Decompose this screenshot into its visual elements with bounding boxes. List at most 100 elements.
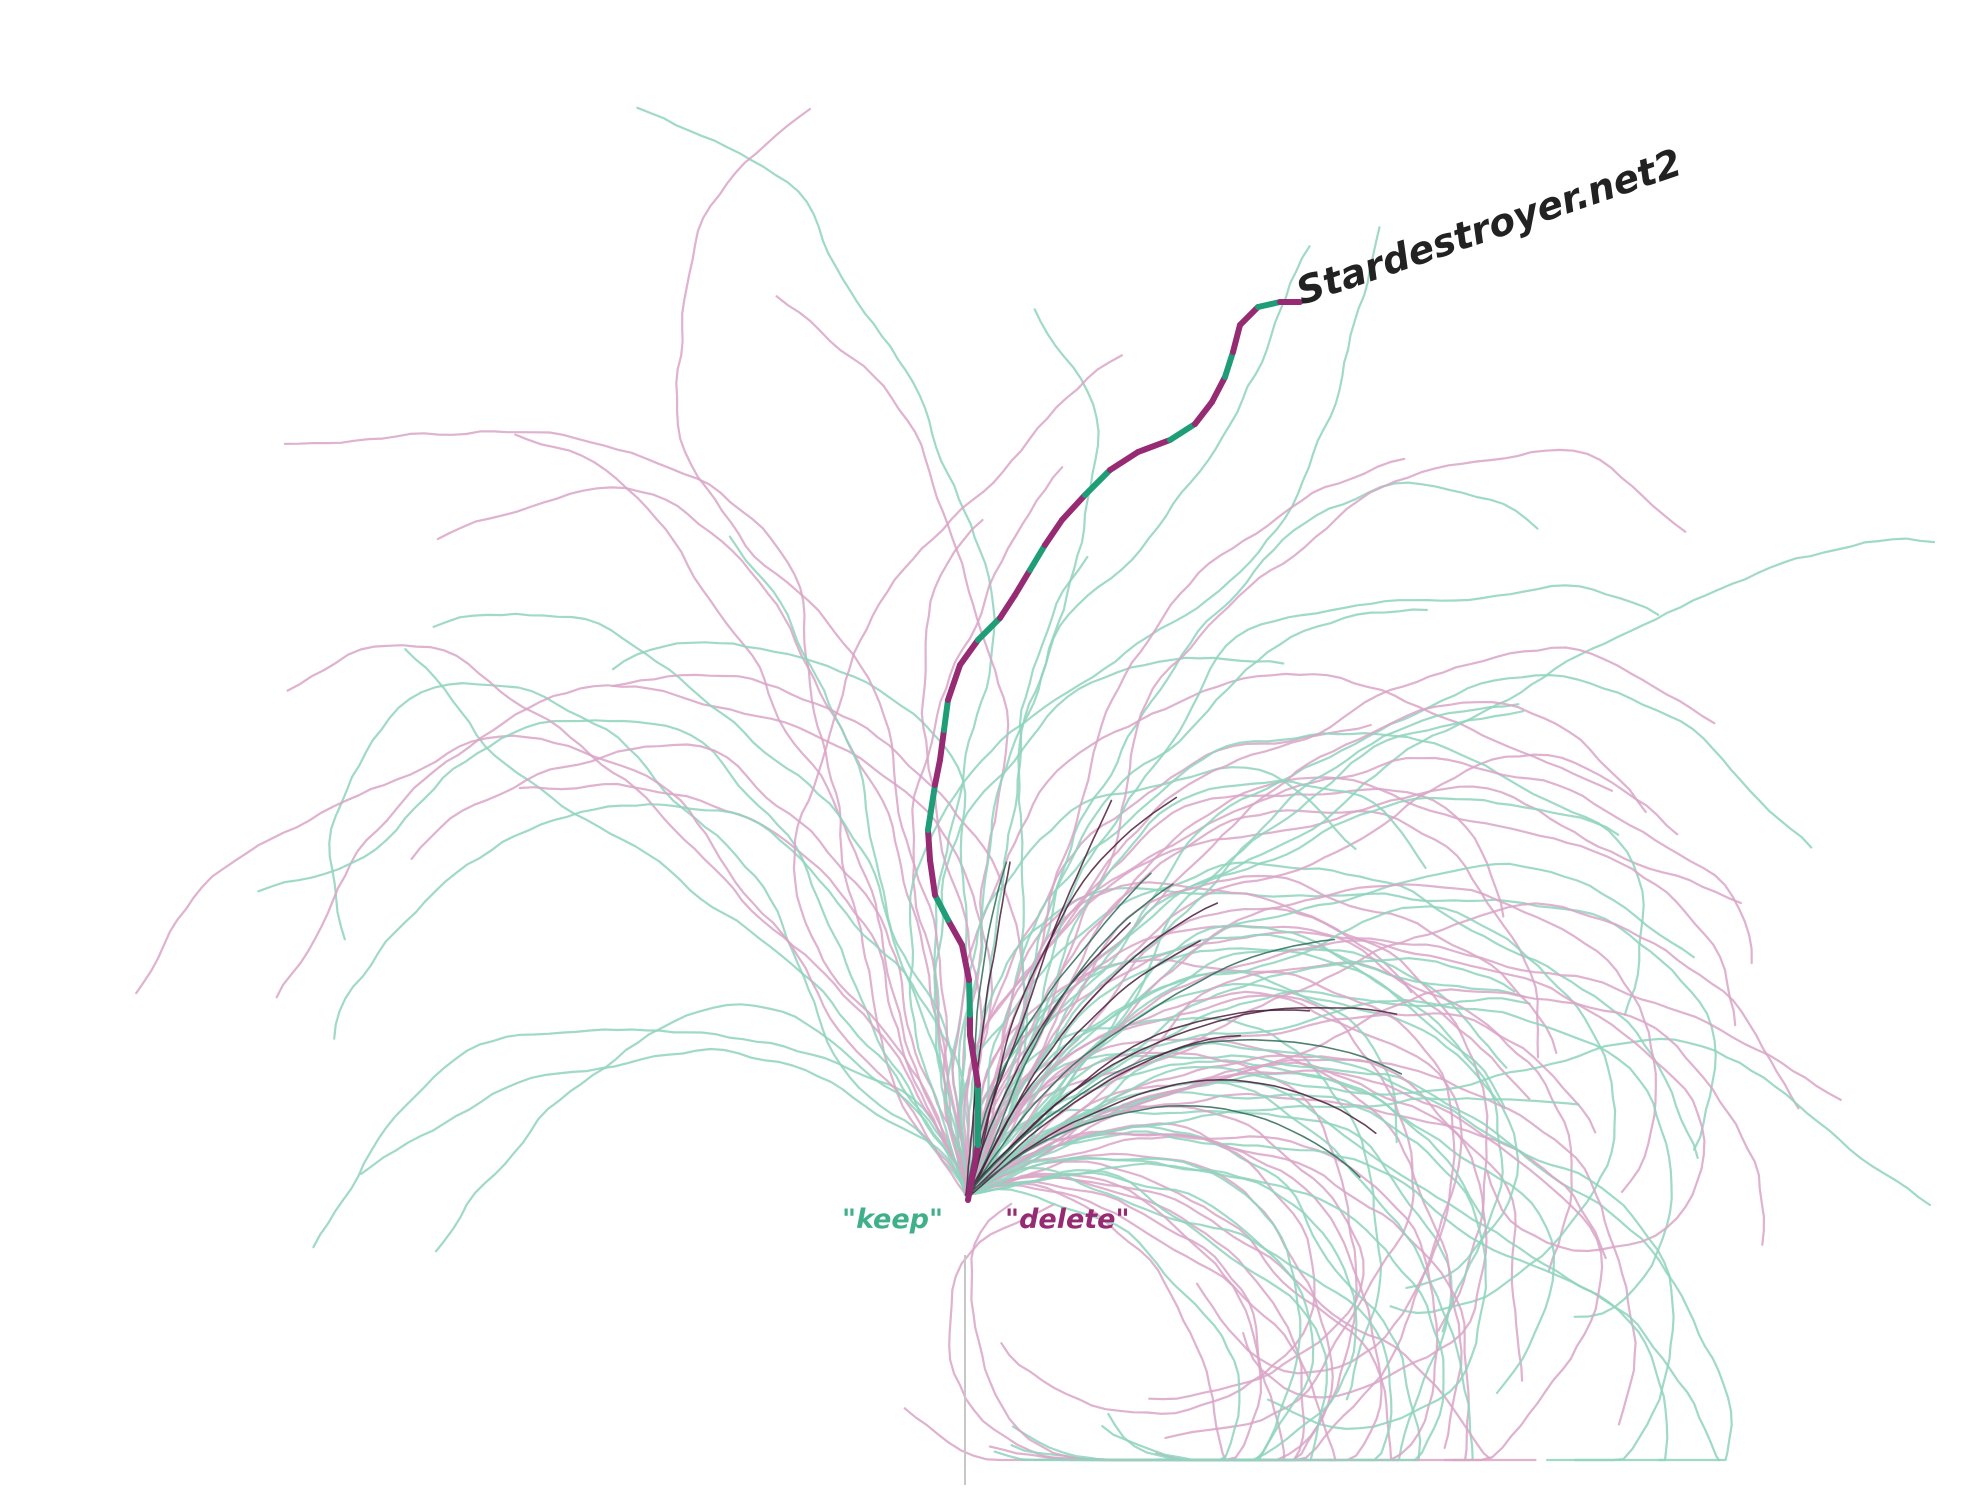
branch-line [965, 1130, 1669, 1462]
dark-branches-group [965, 796, 1403, 1196]
branch-line [333, 803, 972, 1197]
dark-branch-line [965, 1009, 1311, 1196]
branch-line [966, 1125, 1422, 1462]
branch-line [360, 1047, 969, 1197]
highlight-path-segment [1027, 542, 1048, 573]
dark-branch-line [968, 796, 1178, 1196]
branch-line [911, 466, 1064, 1197]
branch-line [908, 226, 1381, 1197]
dark-branch-line [966, 938, 1336, 1196]
highlight-path-segment [1135, 437, 1173, 455]
highlight-path-segment [925, 827, 933, 863]
branch-line [611, 641, 969, 1197]
dark-branch-line [965, 922, 1131, 1196]
branch-line [957, 308, 1100, 1197]
dark-branch-line [970, 883, 1174, 1196]
branch-line [960, 766, 1357, 1197]
branch-line [966, 1169, 1328, 1462]
branch-line [675, 107, 969, 1197]
branch-line [257, 719, 972, 1197]
branch-line [965, 776, 1737, 1197]
highlight-path-segment [1042, 517, 1065, 548]
branch-line [965, 700, 1647, 1197]
branch-line [933, 656, 1285, 1197]
branch-line [968, 1171, 1315, 1462]
highlight-path-label: Stardestroyer.net2 [1291, 140, 1688, 313]
highlight-path-segment [997, 592, 1018, 621]
highlight-path-segment [965, 1142, 981, 1203]
branch-line [965, 608, 1428, 1197]
highlight-path-segment [945, 917, 965, 948]
highlight-path [925, 299, 1303, 1203]
branches-group [135, 106, 1936, 1462]
highlight-path-segment [1012, 567, 1033, 598]
branch-line [283, 430, 972, 1197]
highlight-path-segment [1255, 299, 1283, 310]
highlight-path-segment [1059, 492, 1088, 523]
highlight-path-segment [967, 1032, 981, 1088]
branch-line [964, 883, 1657, 1197]
branch-line [956, 861, 1699, 1197]
highlight-path-segment [957, 637, 981, 668]
highlight-path-segment [1167, 421, 1198, 443]
branch-line [964, 1053, 1733, 1462]
branch-line [964, 1092, 1607, 1260]
highlight-path-segment [959, 942, 972, 983]
branch-line [966, 756, 1753, 1197]
highlight-path-segment [1237, 304, 1261, 328]
highlight-path-segment [927, 857, 938, 898]
branch-line [514, 433, 972, 1197]
highlight-path-segment [925, 782, 938, 833]
branch-line [964, 1152, 1334, 1462]
branch-line [964, 584, 1660, 1197]
branch-line [792, 354, 1123, 1197]
branch-line [951, 672, 1613, 1197]
delete-label: "delete" [1005, 1204, 1130, 1235]
dark-branch-line [965, 861, 1011, 1196]
dark-branch-line [969, 1079, 1377, 1196]
dark-branch-line [967, 1034, 1242, 1196]
highlight-path-segment [1192, 399, 1215, 427]
branch-line [964, 646, 1716, 1197]
highlight-path-segment [945, 662, 963, 703]
branch-line [965, 1097, 1580, 1197]
branch-line [969, 990, 1531, 1197]
branch-line [964, 710, 1525, 1197]
branch-line [966, 886, 1717, 1197]
branch-line [611, 673, 1026, 1197]
highlight-path-segment [1107, 449, 1141, 473]
branch-line [434, 1003, 967, 1253]
highlight-path-segment [932, 892, 951, 923]
branch-line [286, 644, 969, 1197]
branch-line [964, 779, 1427, 1197]
dark-branch-line [970, 799, 1113, 1196]
branch-line [968, 245, 1311, 1197]
highlight-path-segment [975, 615, 1003, 643]
dark-branch-line [966, 1105, 1361, 1196]
branch-line [965, 988, 1765, 1246]
branch-line [966, 1042, 1675, 1462]
highlight-path-segment [937, 727, 947, 763]
branch-line [965, 905, 1617, 1315]
highlight-path-segment [932, 757, 943, 788]
branch-line [969, 958, 1573, 1273]
branch-line [969, 1108, 1453, 1333]
branch-line [967, 1172, 1262, 1462]
highlight-path-segment [1222, 349, 1236, 380]
highlight-path-segment [1230, 322, 1243, 355]
branch-line [410, 743, 972, 1197]
dark-branch-line [966, 902, 1219, 1196]
branch-line [135, 734, 968, 1197]
branch-line [964, 1037, 1931, 1207]
branch-line [969, 674, 1813, 1197]
branch-line [968, 1091, 1487, 1430]
branch-line [967, 457, 1406, 1197]
branch-line [967, 1130, 1383, 1462]
branch-line [328, 682, 968, 1197]
branch-line [966, 1157, 1445, 1462]
highlight-path-segment [966, 977, 973, 1018]
branch-line [404, 648, 968, 1197]
branch-line [965, 999, 1673, 1318]
highlight-path-segment [1082, 467, 1113, 498]
